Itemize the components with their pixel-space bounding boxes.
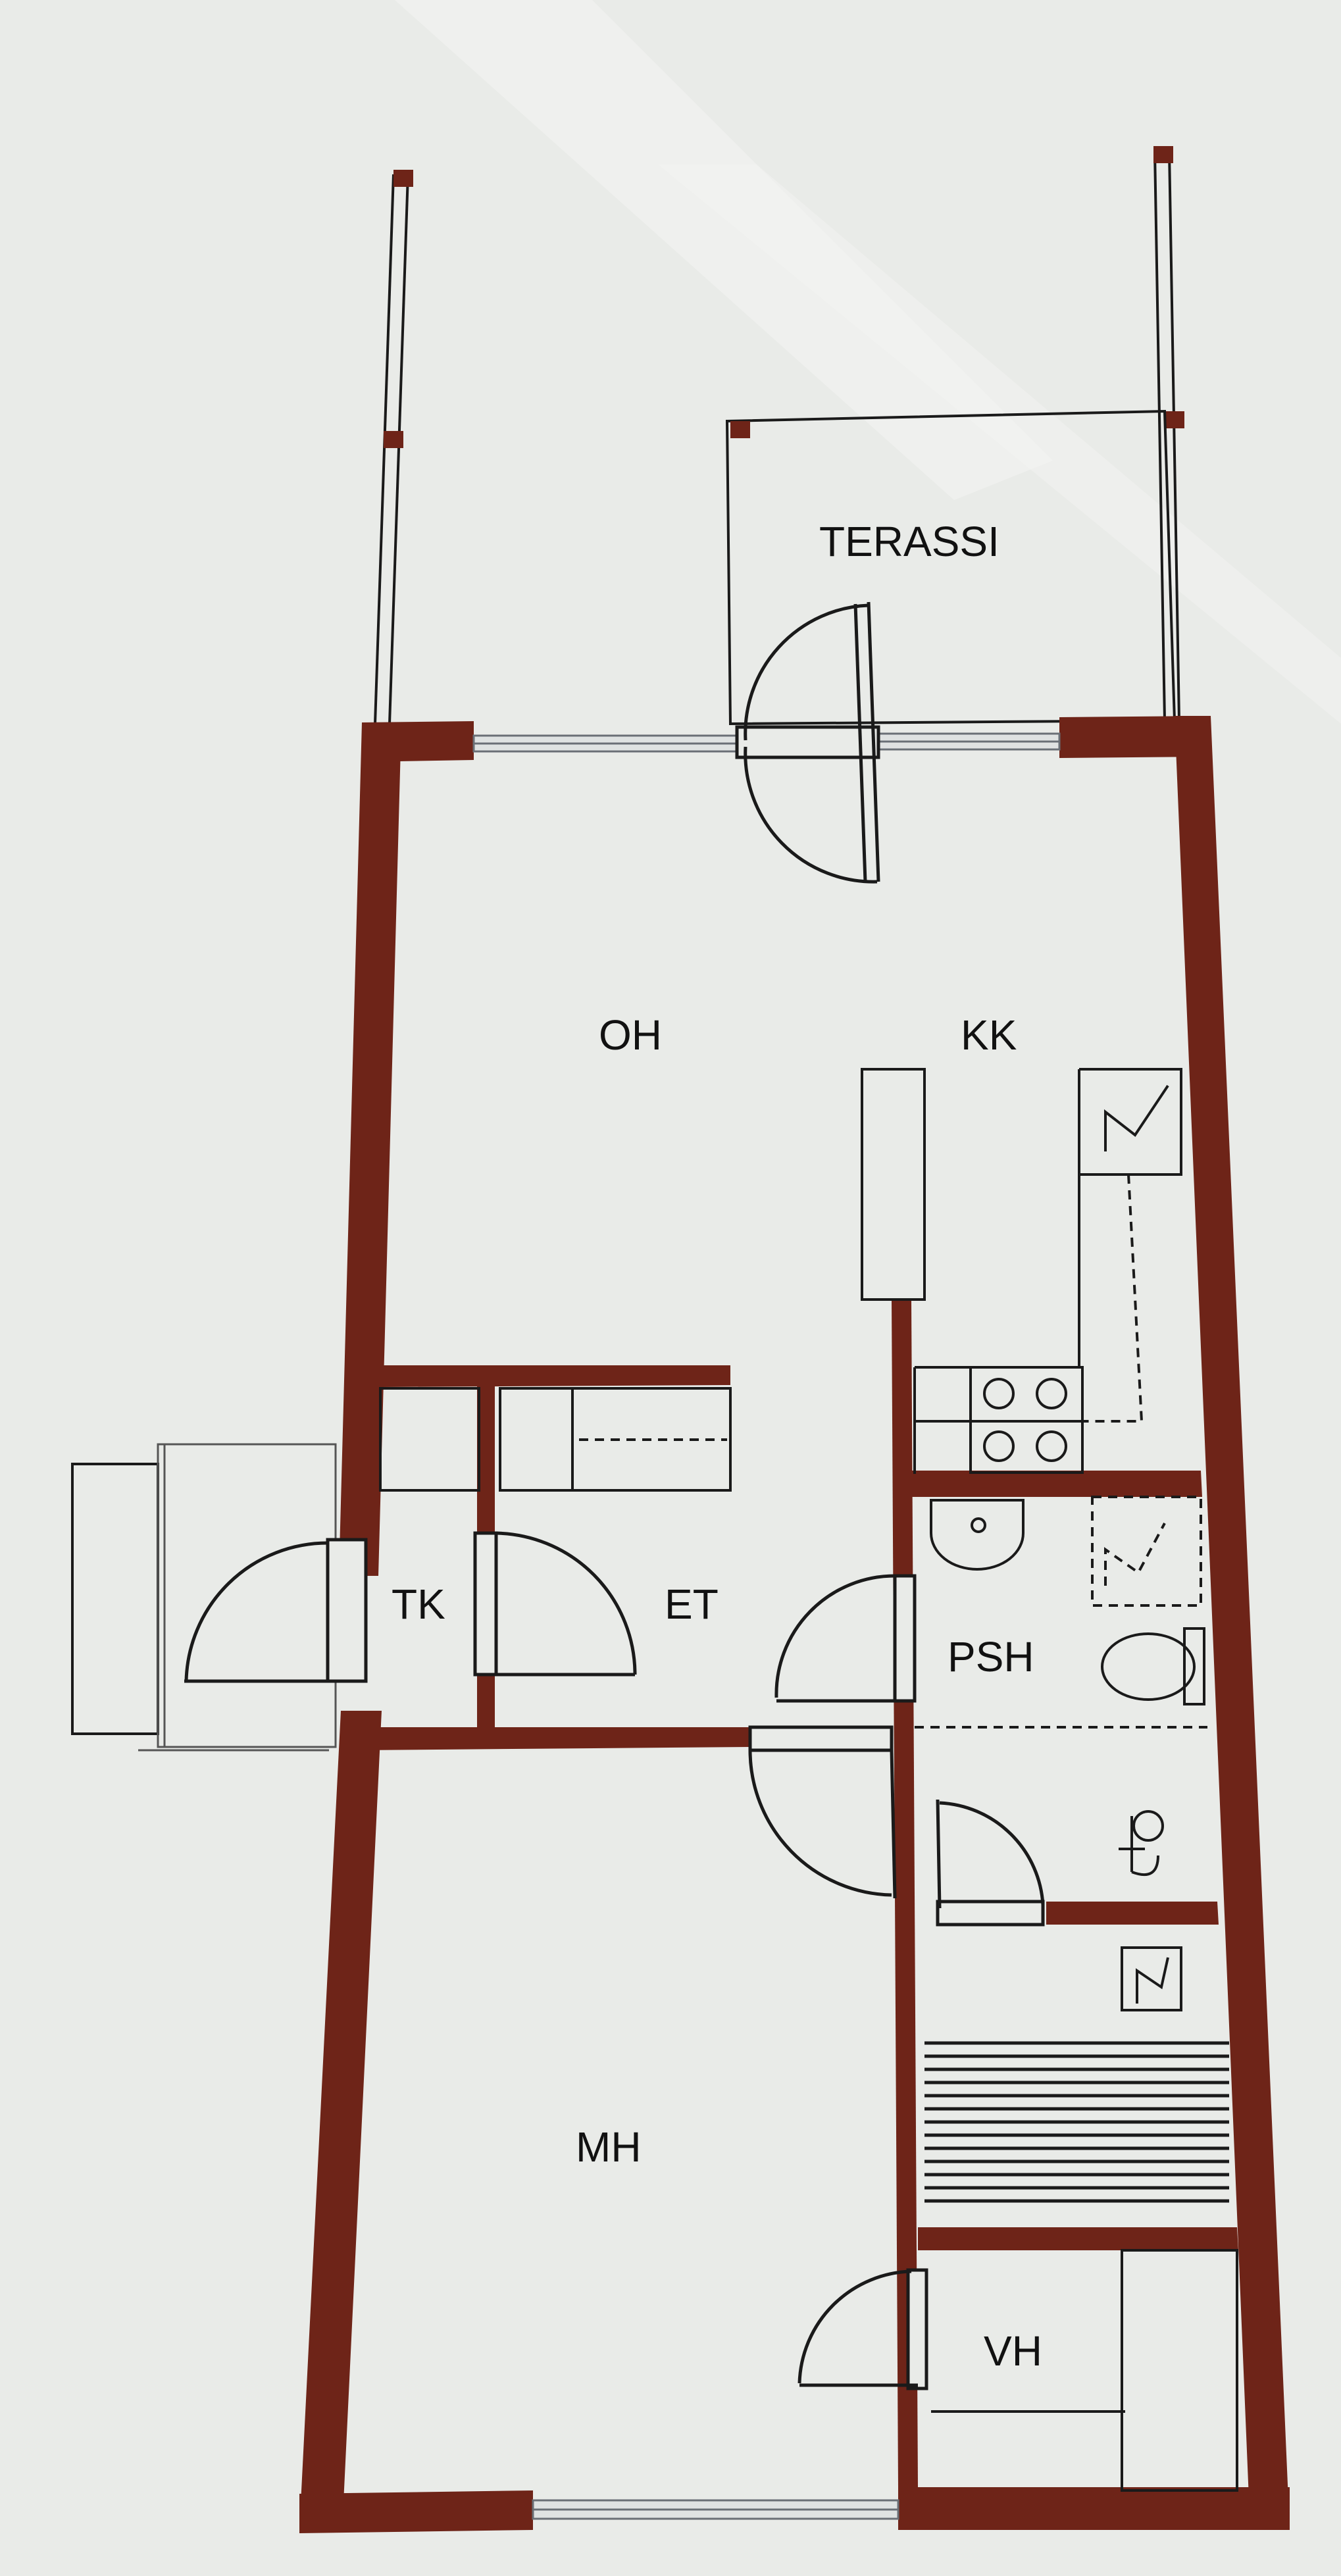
room-label-storage: VH [984, 2327, 1042, 2375]
toilet-icon [1101, 1627, 1205, 1705]
room-label-bathroom: PSH [948, 1633, 1034, 1680]
stove-icon [969, 1366, 1084, 1474]
fridge-icon [1104, 1084, 1169, 1151]
floor-drain-icon [1119, 1810, 1164, 1876]
railing-post [730, 421, 750, 438]
window-bottom [532, 2499, 899, 2520]
light-streak [395, 0, 1053, 500]
closet-outer-door [184, 1538, 368, 1683]
railing-post [384, 431, 403, 448]
room-label-closet: TK [392, 1580, 445, 1628]
window-top-left [472, 734, 738, 753]
shower-area [1091, 1496, 1202, 1607]
window-top-right [877, 732, 1061, 751]
terrace-railing-left [374, 174, 409, 724]
washbasin-icon [930, 1499, 1025, 1571]
exterior-walls [299, 716, 1290, 2533]
bathroom-door [774, 1574, 917, 1703]
wardrobes [379, 1387, 732, 1492]
storage-door [797, 2268, 928, 2390]
room-label-bedroom: MH [576, 2123, 642, 2171]
bedroom-door [748, 1725, 897, 1899]
room-label-terrace: TERASSI [819, 518, 999, 565]
closet-inner-door [473, 1531, 637, 1677]
terrace-door [735, 601, 880, 884]
room-label-living-room: OH [599, 1011, 662, 1059]
terrace-railing-right [1153, 151, 1180, 721]
railing-post [1153, 146, 1173, 163]
sauna-bench-icon [924, 2041, 1229, 2203]
kitchen-island [861, 1068, 926, 1301]
outdoor-storage [71, 1443, 337, 1752]
room-label-kitchen: KK [961, 1011, 1017, 1059]
storage-shelves [931, 2249, 1238, 2492]
electric-panel-icon [1121, 1946, 1182, 2011]
railing-post [393, 170, 413, 187]
sauna-door [936, 1799, 1045, 1927]
railing-post [1165, 411, 1184, 428]
room-label-entrance: ET [665, 1580, 719, 1628]
